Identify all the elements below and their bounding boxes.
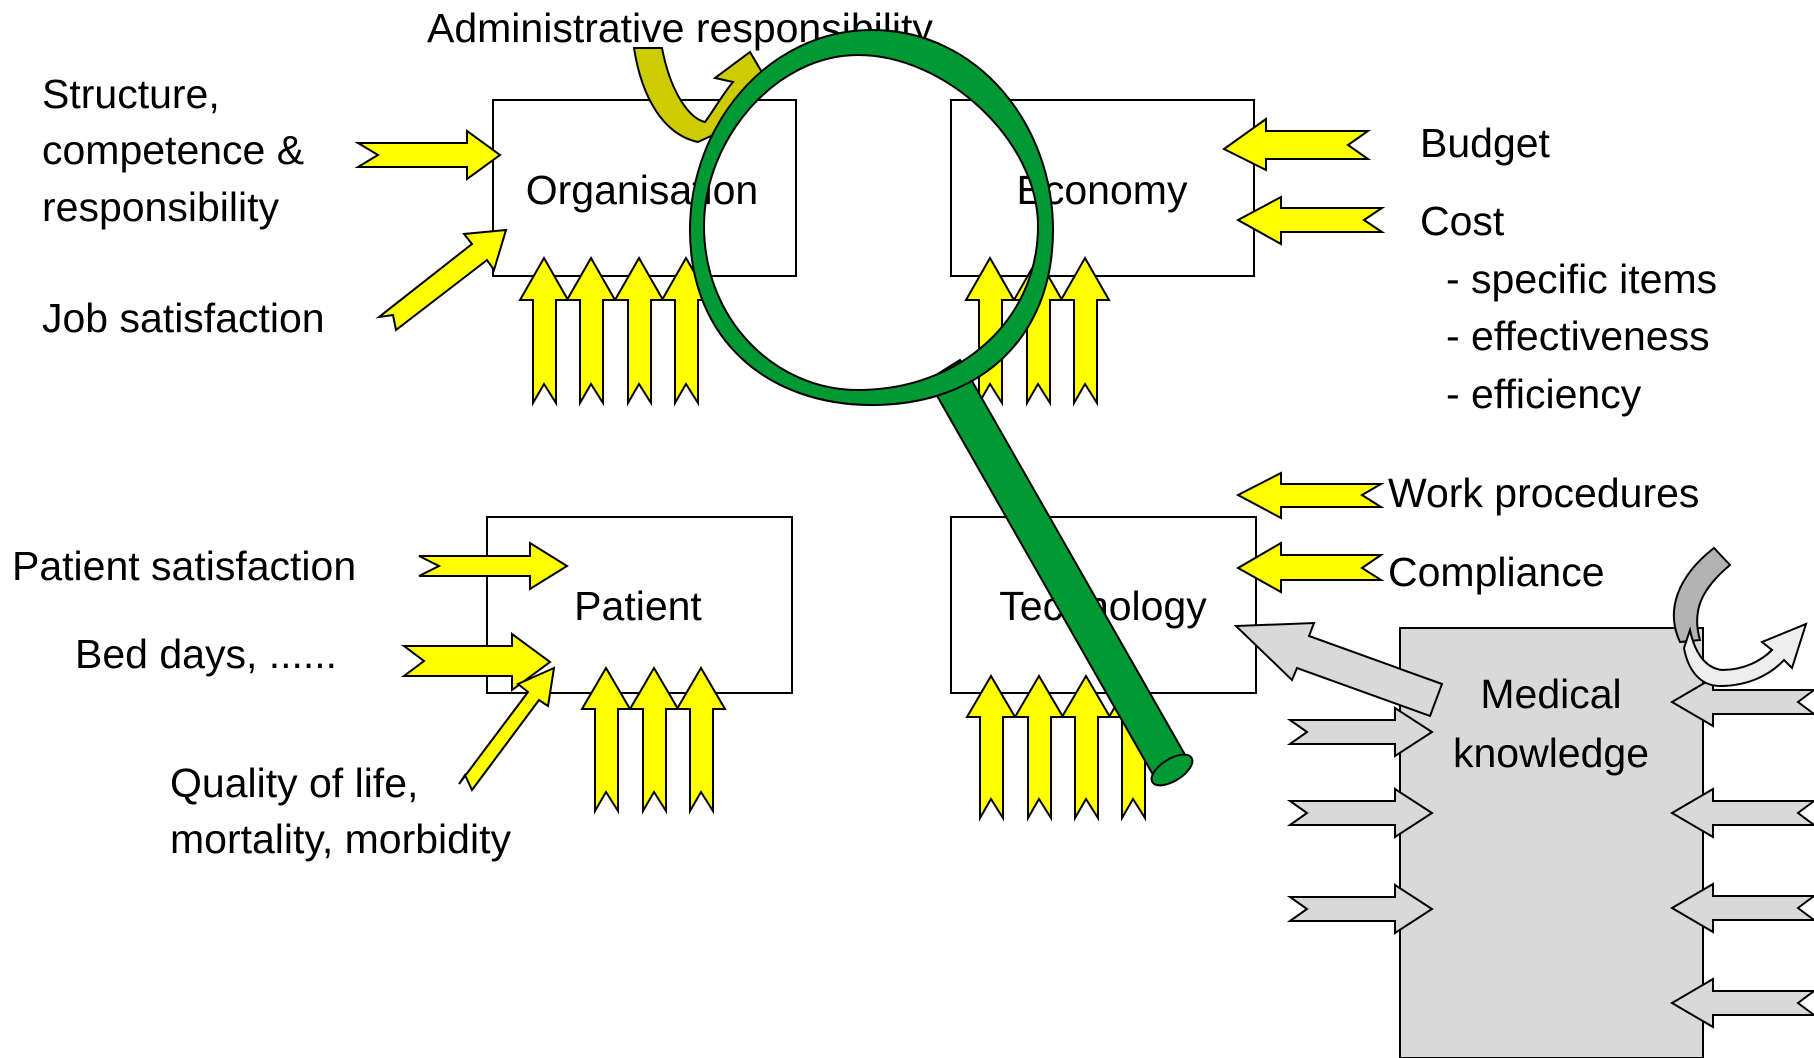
organisation-up-arrows (518, 255, 712, 407)
medical-knowledge-label-line2: knowledge (1453, 730, 1649, 776)
work-procedures-arrow (1235, 471, 1385, 520)
patient-satisfaction-label: Patient satisfaction (12, 543, 356, 589)
medical-knowledge-left-arrows (1286, 706, 1434, 935)
quality-of-life-label-line1: Quality of life, (170, 760, 418, 806)
cost-arrow (1235, 195, 1386, 246)
patient-label: Patient (574, 583, 702, 629)
knowledge-out-curved-arrow (1682, 622, 1808, 688)
job-satisfaction-label: Job satisfaction (42, 295, 325, 341)
bed-days-label: Bed days, ...... (75, 631, 337, 677)
cost-item-effectiveness: - effectiveness (1446, 313, 1710, 359)
structure-label-line2: competence & (42, 127, 304, 173)
cost-item-specific: - specific items (1446, 256, 1717, 302)
bed-days-arrow (401, 632, 552, 692)
budget-label: Budget (1420, 120, 1551, 166)
organisation-box (492, 99, 797, 277)
economy-up-arrows (964, 255, 1111, 407)
patient-satisfaction-arrow (418, 541, 569, 591)
work-procedures-label: Work procedures (1388, 470, 1699, 516)
compliance-arrow (1235, 541, 1385, 594)
quality-of-life-label-line2: mortality, morbidity (170, 816, 511, 862)
patient-up-arrows (580, 666, 727, 815)
compliance-curved-arrow (1672, 546, 1732, 644)
medical-knowledge-to-technology-arrow (1233, 621, 1444, 718)
structure-arrow (354, 129, 502, 181)
structure-label-line3: responsibility (42, 184, 279, 230)
cost-label: Cost (1420, 198, 1505, 244)
medical-knowledge-label-line1: Medical (1480, 671, 1621, 717)
budget-arrow (1222, 117, 1372, 172)
medical-knowledge-box (1399, 627, 1704, 1058)
cost-item-efficiency: - efficiency (1446, 371, 1642, 417)
magnifying-glass-icon (688, 28, 1194, 787)
organisation-label: Organisation (526, 167, 758, 213)
structure-label-line1: Structure, (42, 71, 220, 117)
medical-knowledge-right-arrows (1670, 676, 1814, 1029)
job-satisfaction-arrow (375, 228, 508, 332)
compliance-label: Compliance (1388, 549, 1605, 595)
quality-of-life-arrow (458, 666, 556, 792)
